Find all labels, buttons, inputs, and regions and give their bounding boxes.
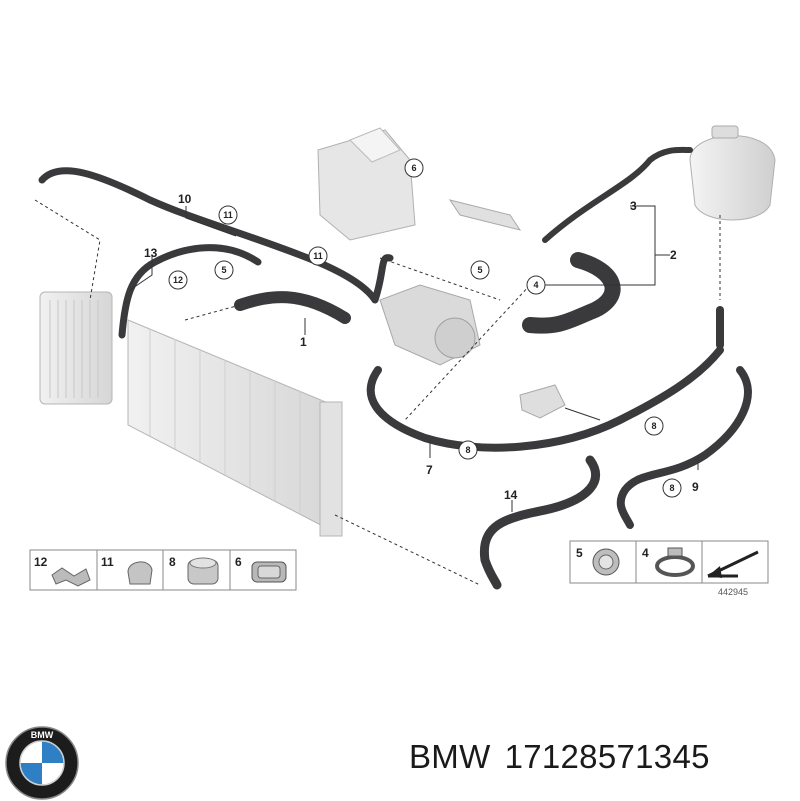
reference-number: 442945 — [718, 587, 748, 597]
callout-9: 9 — [692, 480, 699, 494]
circled-callouts: 4 5 5 6 8 8 8 11 — [168, 158, 682, 498]
legend-8-label: 8 — [169, 555, 176, 569]
note-arrow-icon — [707, 550, 759, 578]
circled-callout-8c: 8 — [662, 478, 682, 498]
legend-4-label: 4 — [642, 546, 649, 560]
circled-callout-5b: 5 — [470, 260, 490, 280]
circled-callout-12: 12 — [168, 270, 188, 290]
svg-text:11: 11 — [313, 251, 323, 261]
svg-text:4: 4 — [533, 280, 538, 290]
hoses — [38, 146, 752, 590]
circled-callout-4a: 4 — [526, 275, 546, 295]
circled-callout-6: 6 — [404, 158, 424, 178]
clip-12-icon — [51, 567, 91, 587]
bmw-logo-letters: BMW — [31, 730, 54, 740]
svg-text:5: 5 — [477, 265, 482, 275]
callout-labels: 1 2 3 7 9 10 13 14 — [144, 192, 699, 502]
leader-lines — [34, 199, 721, 586]
circled-callout-8a: 8 — [458, 440, 478, 460]
connector-5-icon — [592, 548, 620, 576]
thermostat-housing — [379, 284, 481, 366]
control-unit — [317, 127, 416, 241]
legend-6-label: 6 — [235, 555, 242, 569]
connector-6-icon — [251, 561, 287, 583]
legend-left: 12 11 8 6 — [29, 549, 297, 591]
circled-callout-8b: 8 — [644, 416, 664, 436]
callout-1: 1 — [300, 335, 307, 349]
callout-2: 2 — [670, 248, 677, 262]
legend-right: 5 4 442945 — [569, 540, 769, 597]
part-number: 17128571345 — [504, 738, 710, 775]
callout-14: 14 — [504, 488, 518, 502]
svg-text:6: 6 — [411, 163, 416, 173]
callout-3: 3 — [630, 199, 637, 213]
circled-callout-11b: 11 — [308, 246, 328, 266]
legend-12-label: 12 — [34, 555, 48, 569]
callout-10: 10 — [178, 192, 192, 206]
expansion-tank — [689, 125, 776, 221]
legend-5-label: 5 — [576, 546, 583, 560]
clip-11-icon — [127, 561, 153, 585]
svg-text:8: 8 — [651, 421, 656, 431]
svg-text:11: 11 — [223, 210, 233, 220]
brand-caption: BMW 17128571345 — [409, 738, 724, 776]
svg-text:5: 5 — [221, 265, 226, 275]
circled-callout-5a: 5 — [214, 260, 234, 280]
svg-text:12: 12 — [173, 275, 183, 285]
auxiliary-radiator — [39, 291, 113, 405]
sensor-pipe — [448, 199, 522, 231]
svg-text:8: 8 — [669, 483, 674, 493]
circled-callout-11a: 11 — [218, 205, 238, 225]
brand-name: BMW — [409, 738, 491, 775]
callout-7: 7 — [426, 463, 433, 477]
legend-11-label: 11 — [101, 555, 114, 569]
main-radiator — [127, 319, 343, 537]
svg-text:8: 8 — [465, 445, 470, 455]
callout-13: 13 — [144, 246, 158, 260]
bmw-logo: BMW — [5, 726, 79, 800]
hose-clamp-4-icon — [655, 547, 695, 577]
clamp-8-icon — [187, 557, 219, 585]
electric-pump — [519, 384, 566, 419]
